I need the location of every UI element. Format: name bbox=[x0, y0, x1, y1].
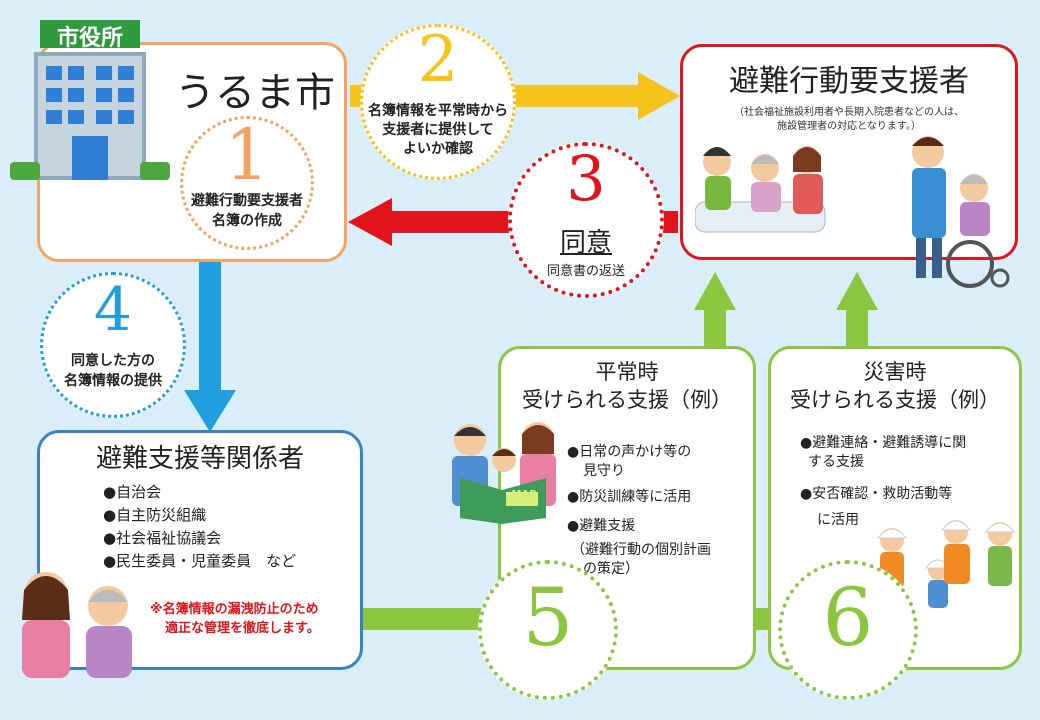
normal-item-3c: の策定） bbox=[583, 561, 639, 577]
map-label: MAP bbox=[511, 489, 537, 500]
normal-item-2: ●防災訓練等に活用 bbox=[567, 489, 692, 505]
disaster-item-1: ●避難連絡・避難誘導に関 bbox=[800, 435, 967, 451]
disaster-item-2: ●安否確認・救助活動等 bbox=[800, 486, 953, 502]
supporters-item-4: ●民生委員・児童委員 など bbox=[103, 552, 297, 570]
step2-line3: よいか確認 bbox=[403, 141, 473, 157]
step1-line1: 避難行動要支援者 bbox=[191, 193, 303, 209]
recipient-title: 避難行動要支援者 bbox=[729, 64, 969, 99]
caregiver-illustration bbox=[22, 572, 132, 678]
city-hall-sign: 市役所 bbox=[56, 26, 123, 51]
city-name: うるま市 bbox=[175, 70, 335, 116]
bedside-care-illustration bbox=[695, 146, 826, 233]
step3-title: 同意 bbox=[559, 228, 612, 258]
step3-number: 3 bbox=[566, 142, 606, 215]
step4-arrow bbox=[184, 262, 236, 432]
recipient-note-line2: 施設管理者の対応となります。） bbox=[777, 121, 921, 132]
supporters-warning-line2: 適正な管理を徹底します。 bbox=[165, 621, 320, 636]
disaster-title-line1: 災害時 bbox=[863, 360, 927, 384]
step3-circle bbox=[508, 142, 664, 298]
step2-number: 2 bbox=[417, 23, 459, 97]
supporters-title: 避難支援等関係者 bbox=[95, 444, 304, 474]
step1-circle bbox=[180, 116, 314, 250]
step5-number: 5 bbox=[522, 571, 574, 664]
rescue-team-illustration bbox=[876, 520, 1016, 608]
supporters-item-2: ●自主防災組織 bbox=[103, 506, 207, 524]
step6-circle bbox=[778, 560, 918, 700]
step3-text: 同意書の返送 bbox=[546, 264, 625, 279]
supporters-warning-line1: ※名簿情報の漏洩防止のため bbox=[150, 602, 319, 617]
step2-circle bbox=[360, 24, 516, 180]
step1-line2: 名簿の作成 bbox=[212, 213, 282, 229]
normal-item-3b: （避難行動の個別計画 bbox=[571, 542, 711, 558]
step4-line2: 名簿情報の提供 bbox=[64, 373, 162, 389]
normal-item-3: ●避難支援 bbox=[567, 518, 636, 534]
disaster-title-line2: 受けられる支援（例） bbox=[790, 388, 1000, 412]
normal-title-line2: 受けられる支援（例） bbox=[522, 388, 732, 412]
step2-line1: 名簿情報を平常時から bbox=[368, 103, 508, 119]
city-hall-building-icon bbox=[10, 20, 170, 180]
step6-number: 6 bbox=[822, 571, 874, 664]
normal-title-line1: 平常時 bbox=[595, 360, 659, 384]
step1-number: 1 bbox=[224, 114, 270, 196]
step4-line1: 同意した方の bbox=[71, 353, 155, 369]
family-map-illustration bbox=[452, 422, 556, 524]
step4-number: 4 bbox=[93, 275, 133, 345]
supporters-item-3: ●社会福祉協議会 bbox=[103, 529, 222, 547]
normal-item-1b: 見守り bbox=[583, 463, 625, 479]
step4-circle bbox=[40, 272, 186, 418]
supporters-item-1: ●自治会 bbox=[103, 483, 162, 501]
normal-item-1: ●日常の声かけ等の bbox=[567, 444, 692, 460]
disaster-item-1b: する支援 bbox=[808, 454, 864, 470]
step2-line2: 支援者に提供して bbox=[382, 122, 494, 138]
recipient-note-line1: （社会福祉施設利用者や長期入院患者などの人は、 bbox=[734, 107, 964, 118]
wheelchair-illustration bbox=[912, 136, 1010, 288]
step5-circle bbox=[478, 560, 618, 700]
disaster-item-2b: に活用 bbox=[817, 512, 859, 528]
